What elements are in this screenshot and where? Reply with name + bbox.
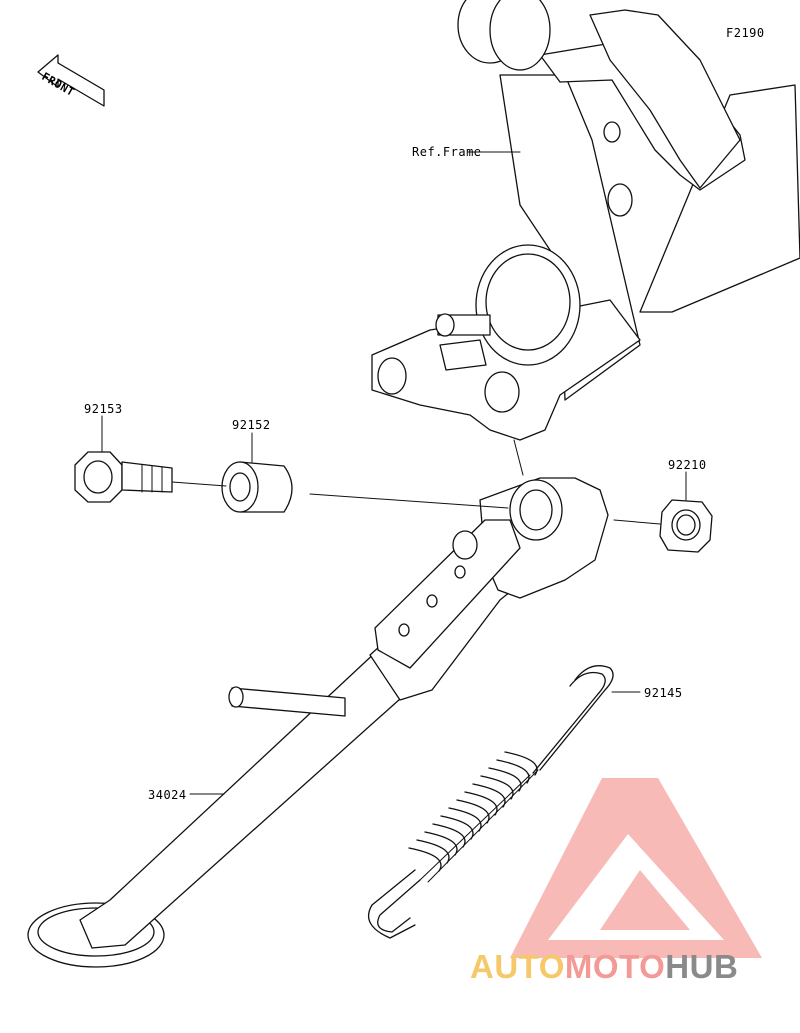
part-label-92210: 92210	[668, 458, 707, 472]
frame-reference	[371, 0, 800, 441]
leader-lines	[101, 151, 687, 795]
watermark-auto: AUTO	[470, 948, 565, 985]
pivot-leader-line	[513, 439, 524, 476]
spring-92145	[367, 665, 614, 939]
part-label-92152: 92152	[232, 418, 271, 432]
front-arrow-icon	[37, 54, 105, 107]
figure-code: F2190	[726, 26, 765, 40]
watermark-text: AUTOMOTOHUB	[470, 948, 738, 986]
side-stand	[27, 477, 609, 968]
collar-92152	[221, 461, 293, 513]
watermark-hub: HUB	[665, 948, 739, 985]
frame-reference-label: Ref.Frame	[412, 145, 482, 159]
watermark-moto: MOTO	[564, 948, 666, 985]
nut-92210	[659, 499, 713, 553]
part-label-34024: 34024	[148, 788, 187, 802]
bolt-92153	[74, 451, 173, 503]
automotohub-logo	[510, 778, 762, 958]
part-label-92145: 92145	[644, 686, 683, 700]
part-label-92153: 92153	[84, 402, 123, 416]
